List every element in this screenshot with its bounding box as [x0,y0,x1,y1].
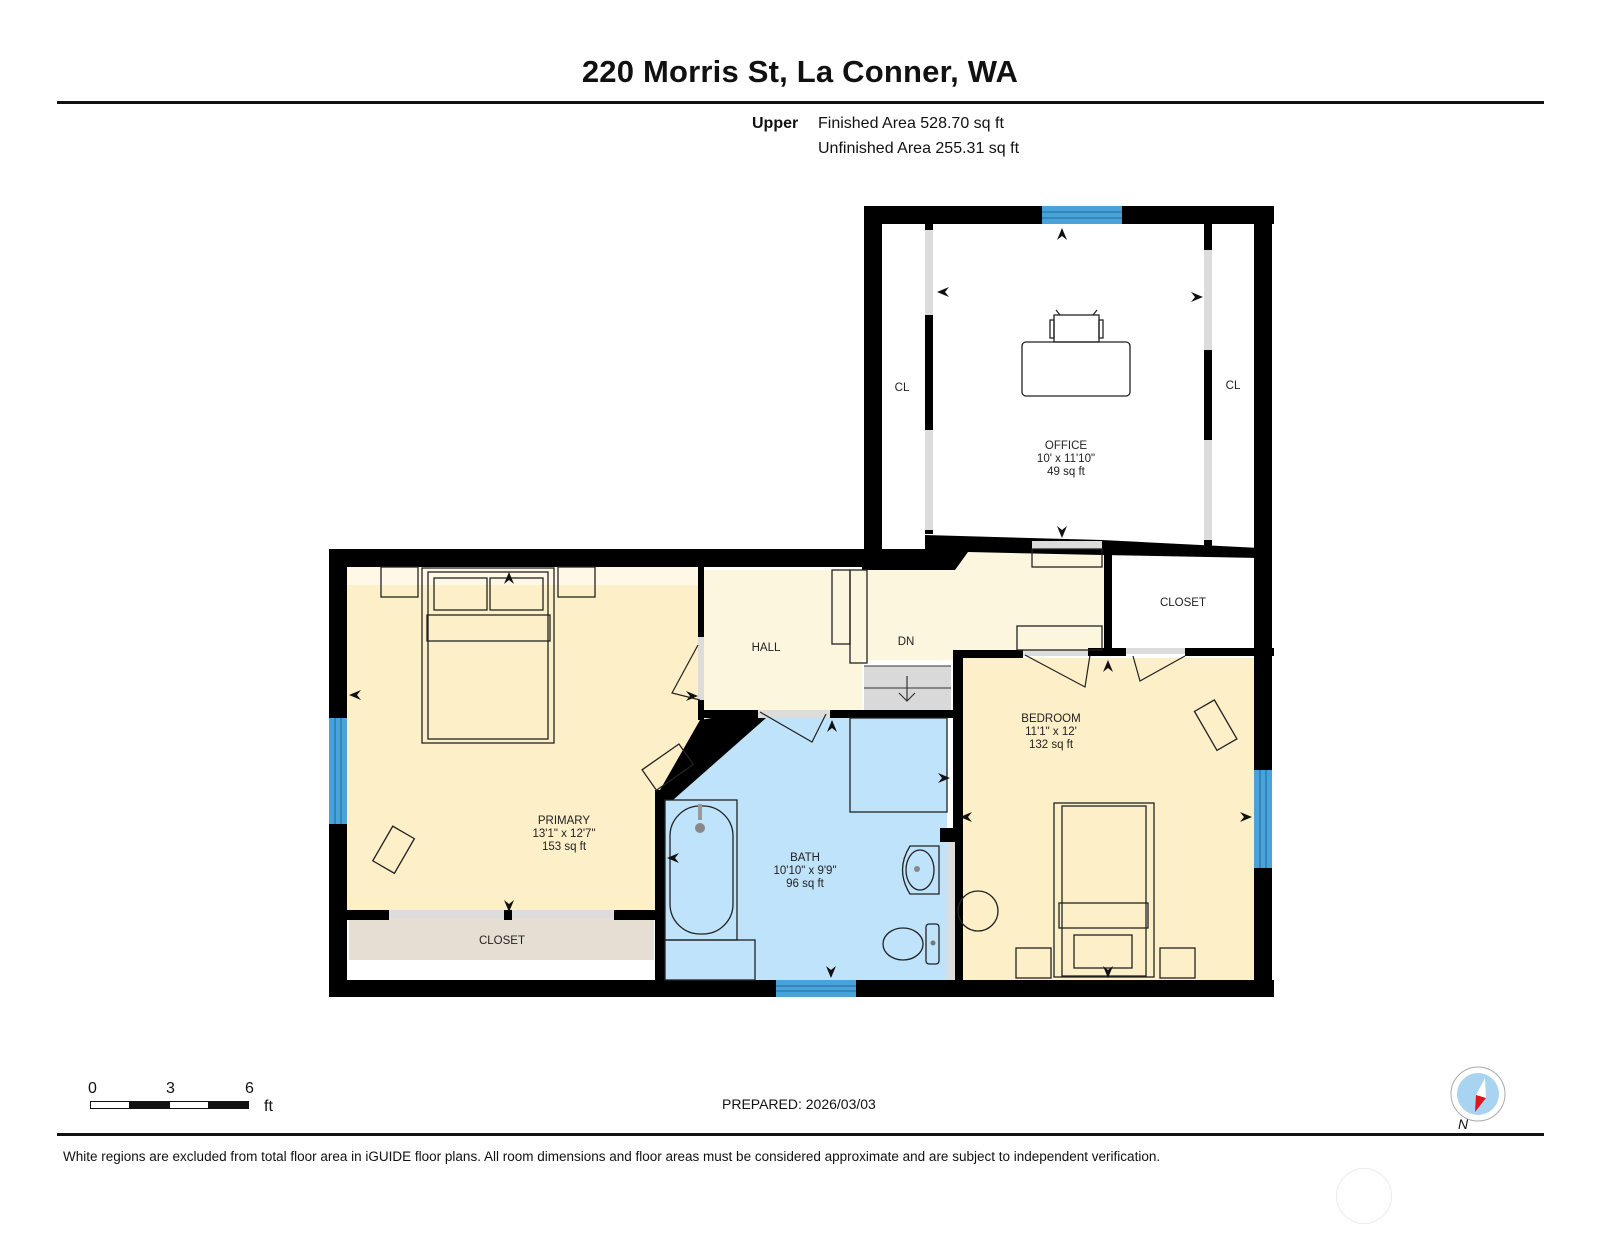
view-arrows [349,228,1252,978]
closet-floor [1112,556,1254,648]
hall-name: HALL [752,642,781,654]
nightstand [557,566,596,598]
bath-area: 96 sq ft [786,878,825,890]
level-label: Upper [752,115,799,132]
nightstand [1159,947,1196,979]
landing-floor [862,552,1104,660]
sliding-doors [389,230,1212,980]
office-closet-left: CL [895,382,910,394]
bath-dims: 10'10" x 9'9" [773,865,836,877]
prepared-date: PREPARED: 2026/03/03 [722,1096,876,1112]
bath-floor [665,718,947,980]
unfinished-area: Unfinished Area 255.31 sq ft [818,140,1020,157]
bedroom-bed [1053,802,1155,978]
office-dims: 10' x 11'10" [1037,453,1095,465]
bath-name: BATH [790,852,820,864]
office-closet-right: CL [1226,380,1241,392]
scale-bar: 0 3 6 ft [88,1080,273,1115]
room-fills [347,224,1254,980]
watermark-logo [1336,1168,1392,1224]
closet-name: CLOSET [1160,597,1206,609]
primary-area: 153 sq ft [542,841,587,853]
nightstand [1015,947,1052,979]
primary-bed [421,567,555,744]
primary-closet-name: CLOSET [479,935,525,947]
bedroom-name: BEDROOM [1021,713,1080,725]
primary-dims: 13'1" x 12'7" [532,828,595,840]
office-name: OFFICE [1045,440,1087,452]
furniture [371,309,1238,981]
finished-area: Finished Area 528.70 sq ft [818,115,1004,132]
round-table [957,890,999,932]
office-floor [880,224,1210,544]
office-area: 49 sq ft [1047,466,1086,478]
scale-unit: ft [264,1098,273,1115]
room-labels: OFFICE 10' x 11'10" 49 sq ft CL CL PRIMA… [479,380,1241,947]
footer-divider [57,1133,1544,1136]
bedroom-area: 132 sq ft [1029,739,1074,751]
page-title: 220 Morris St, La Conner, WA [581,54,1019,89]
sink [901,845,940,895]
stairs-label: DN [898,636,915,648]
nightstand [380,566,419,598]
bedroom-floor [960,658,1254,980]
hall-floor [702,570,862,710]
primary-name: PRIMARY [538,815,591,827]
disclaimer: White regions are excluded from total fl… [63,1149,1161,1164]
compass-north-label: N [1458,1116,1469,1132]
primary-closet-floor [349,918,654,960]
windows [329,206,1272,997]
header-divider [57,101,1544,104]
bedroom-dims: 11'1" x 12' [1025,726,1077,738]
toilet [882,927,924,961]
compass-icon [1450,1066,1506,1122]
